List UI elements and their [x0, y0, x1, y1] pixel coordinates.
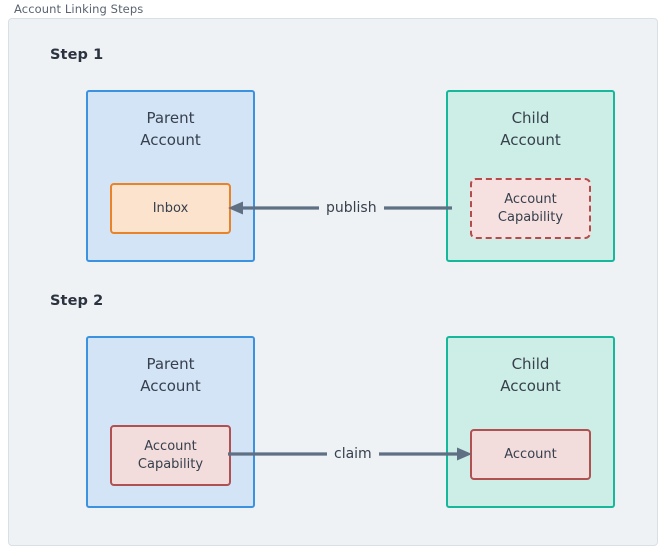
- step-2-child-account-box[interactable]: Child Account: [446, 336, 615, 508]
- step-1-inbox-box[interactable]: Inbox: [110, 183, 231, 234]
- step-2-arrow-label: claim: [327, 446, 379, 462]
- step-1-account-capability-box[interactable]: Account Capability: [470, 178, 591, 239]
- claim-arrow-head-icon: [457, 447, 472, 461]
- step-2-account-capability-box[interactable]: Account Capability: [110, 425, 231, 486]
- diagram-title: Account Linking Steps: [14, 2, 144, 16]
- step-1-arrow-label: publish: [319, 200, 384, 216]
- step-1-parent-account-title: Parent Account: [140, 109, 201, 149]
- step-2-account-box[interactable]: Account: [470, 429, 591, 480]
- publish-arrow-head-icon: [228, 201, 243, 215]
- step-2-child-account-title: Child Account: [500, 355, 561, 395]
- step-2-label: Step 2: [50, 293, 104, 309]
- step-1-parent-account-box[interactable]: Parent Account: [86, 90, 255, 262]
- step-1-child-account-title: Child Account: [500, 109, 561, 149]
- step-2-parent-account-title: Parent Account: [140, 355, 201, 395]
- step-1-label: Step 1: [50, 47, 104, 63]
